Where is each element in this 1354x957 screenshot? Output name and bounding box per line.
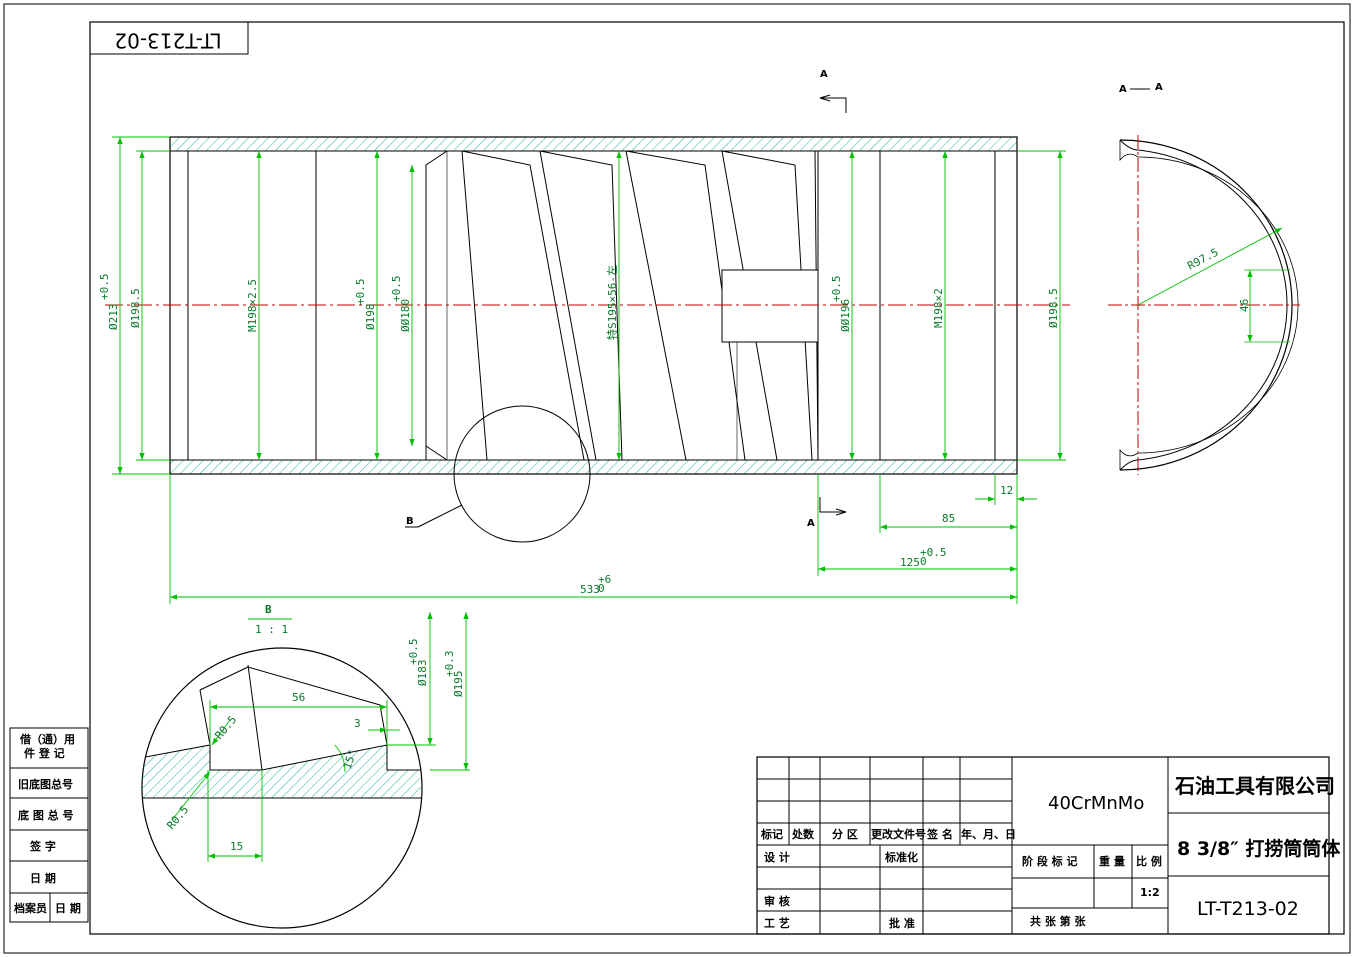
tb-pizhun: 批 准 [889,916,915,930]
dim-len533-tol: +6 [598,573,611,586]
detail-dim-r0-5-a: R0.5 [212,713,239,742]
tb-col-biaoji: 标记 [760,827,783,841]
dim-len12: 12 [1000,484,1013,497]
tb-col-fenqu: 分 区 [832,827,858,841]
tb-biaozhunhua: 标准化 [884,850,918,864]
detail-dim-d195: Ø195 [452,671,465,698]
strip-r1a: 借（通）用 [19,732,75,746]
top-wall-hatch [170,137,1017,151]
detail-callout-label: B [406,516,414,527]
tb-col-qianming: 签 名 [926,827,953,841]
dim-d213: Ø213 [107,304,120,331]
detail-dim-3: 3 [354,717,361,730]
dim-d213-tol: +0.5 [98,274,111,301]
detail-dim-d195-tol: +0.3 [443,651,456,678]
strip-r2: 旧底图总号 [18,777,73,791]
dim-w46: 46 [1238,299,1251,312]
dim-len533-zero: 0 [598,582,605,595]
main-view [105,136,1070,475]
tb-col-gengai: 更改文件号 [871,827,926,841]
dim-len533: 533 [580,583,600,596]
detail-dim-d183-tol: +0.5 [407,639,420,666]
section-view-aa: R97.5 46 [1108,135,1300,475]
strip-r1b: 件 登 记 [24,746,65,760]
detail-title: B [265,603,272,616]
tb-company: 石油工具有限公司 [1174,774,1335,798]
dim-d180: ØØ180 [399,299,412,332]
detail-dim-15: 15 [230,840,243,853]
tb-drawing-no: LT-T213-02 [1197,898,1299,920]
detail-dim-56: 56 [292,691,305,704]
dim-d196: ØØ196 [839,299,852,332]
dim-len125: 125 [900,556,920,569]
dim-d198: Ø198 [364,304,377,331]
strip-r5: 日 期 [30,871,56,885]
dim-d180-tol: +0.5 [390,276,403,303]
tb-scale-value: 1:2 [1140,886,1160,899]
dim-m198: M198×2.5 [246,279,259,332]
mirrored-code-text: LT-T213-02 [114,29,221,53]
dim-r97-5: R97.5 [1185,246,1220,273]
outer-border [3,3,1351,954]
dim-thread: 特S195×56-左 [605,265,619,340]
tb-col-chushu: 处数 [791,827,815,841]
title-block [756,756,1330,935]
diameter-labels: Ø213 +0.5 Ø198.5 M198×2.5 Ø198 +0.5 ØØ18… [98,265,1060,340]
tb-material: 40CrMnMo [1048,793,1144,814]
strip-r6b: 日 期 [55,901,81,915]
strip-r3: 底 图 总 号 [18,808,74,822]
dim-d198-5-right: Ø198.5 [1047,288,1060,328]
section-mark-top: A [820,69,828,80]
tb-shenhe: 审 核 [764,894,790,908]
tb-zhongliang: 重 量 [1099,854,1125,868]
tb-jieduan: 阶 段 标 记 [1022,854,1078,868]
helical-thread [447,150,819,461]
left-registration-strip [9,727,89,923]
tb-gongyi: 工 艺 [764,916,790,930]
dim-len125-zero: 0 [920,555,927,568]
detail-callout: B [405,405,591,543]
strip-r4: 签 字 [29,839,56,853]
dim-d198-tol: +0.5 [354,279,367,306]
length-dims [169,474,1037,604]
section-view-label-a2: A [1155,82,1163,93]
left-strip-text: 借（通）用 件 登 记 旧底图总号 底 图 总 号 签 字 日 期 档案员 日 … [14,732,81,915]
detail-dim-angle: 15° [341,748,360,771]
tb-bili: 比 例 [1136,854,1162,868]
dim-len125-tol: +0.5 [920,546,947,559]
detail-dim-d183: Ø183 [416,660,429,687]
bottom-wall-hatch [170,460,1017,474]
detail-scale: 1 : 1 [255,623,288,636]
dim-d198-5-left: Ø198.5 [129,288,142,328]
dim-d196-tol: +0.5 [830,276,843,303]
dim-len85: 85 [942,512,955,525]
detail-dim-r0-5-b: R0.5 [164,803,191,832]
length-labels: 533 +6 0 125 +0.5 0 85 12 [580,484,1013,596]
section-markers: A A A A [807,69,1163,529]
tb-col-date: 年、月、日 [961,827,1016,841]
section-view-label-a1: A [1119,84,1127,95]
diameter-dims [112,136,1066,475]
tb-part-name: 8 3/8″ 打捞筒筒体 [1177,837,1341,860]
section-mark-bottom: A [807,518,815,529]
mirrored-code-box: LT-T213-02 [89,21,249,55]
title-block-text: 40CrMnMo 石油工具有限公司 8 3/8″ 打捞筒筒体 LT-T213-0… [760,774,1341,930]
tb-sheets: 共 张 第 张 [1030,914,1086,928]
dim-m198x2: M198×2 [932,288,945,328]
inner-border [89,21,1345,935]
detail-view-b: B 1 : 1 [141,603,470,929]
strip-r6a: 档案员 [14,901,47,915]
tb-sheji: 设 计 [764,850,790,864]
